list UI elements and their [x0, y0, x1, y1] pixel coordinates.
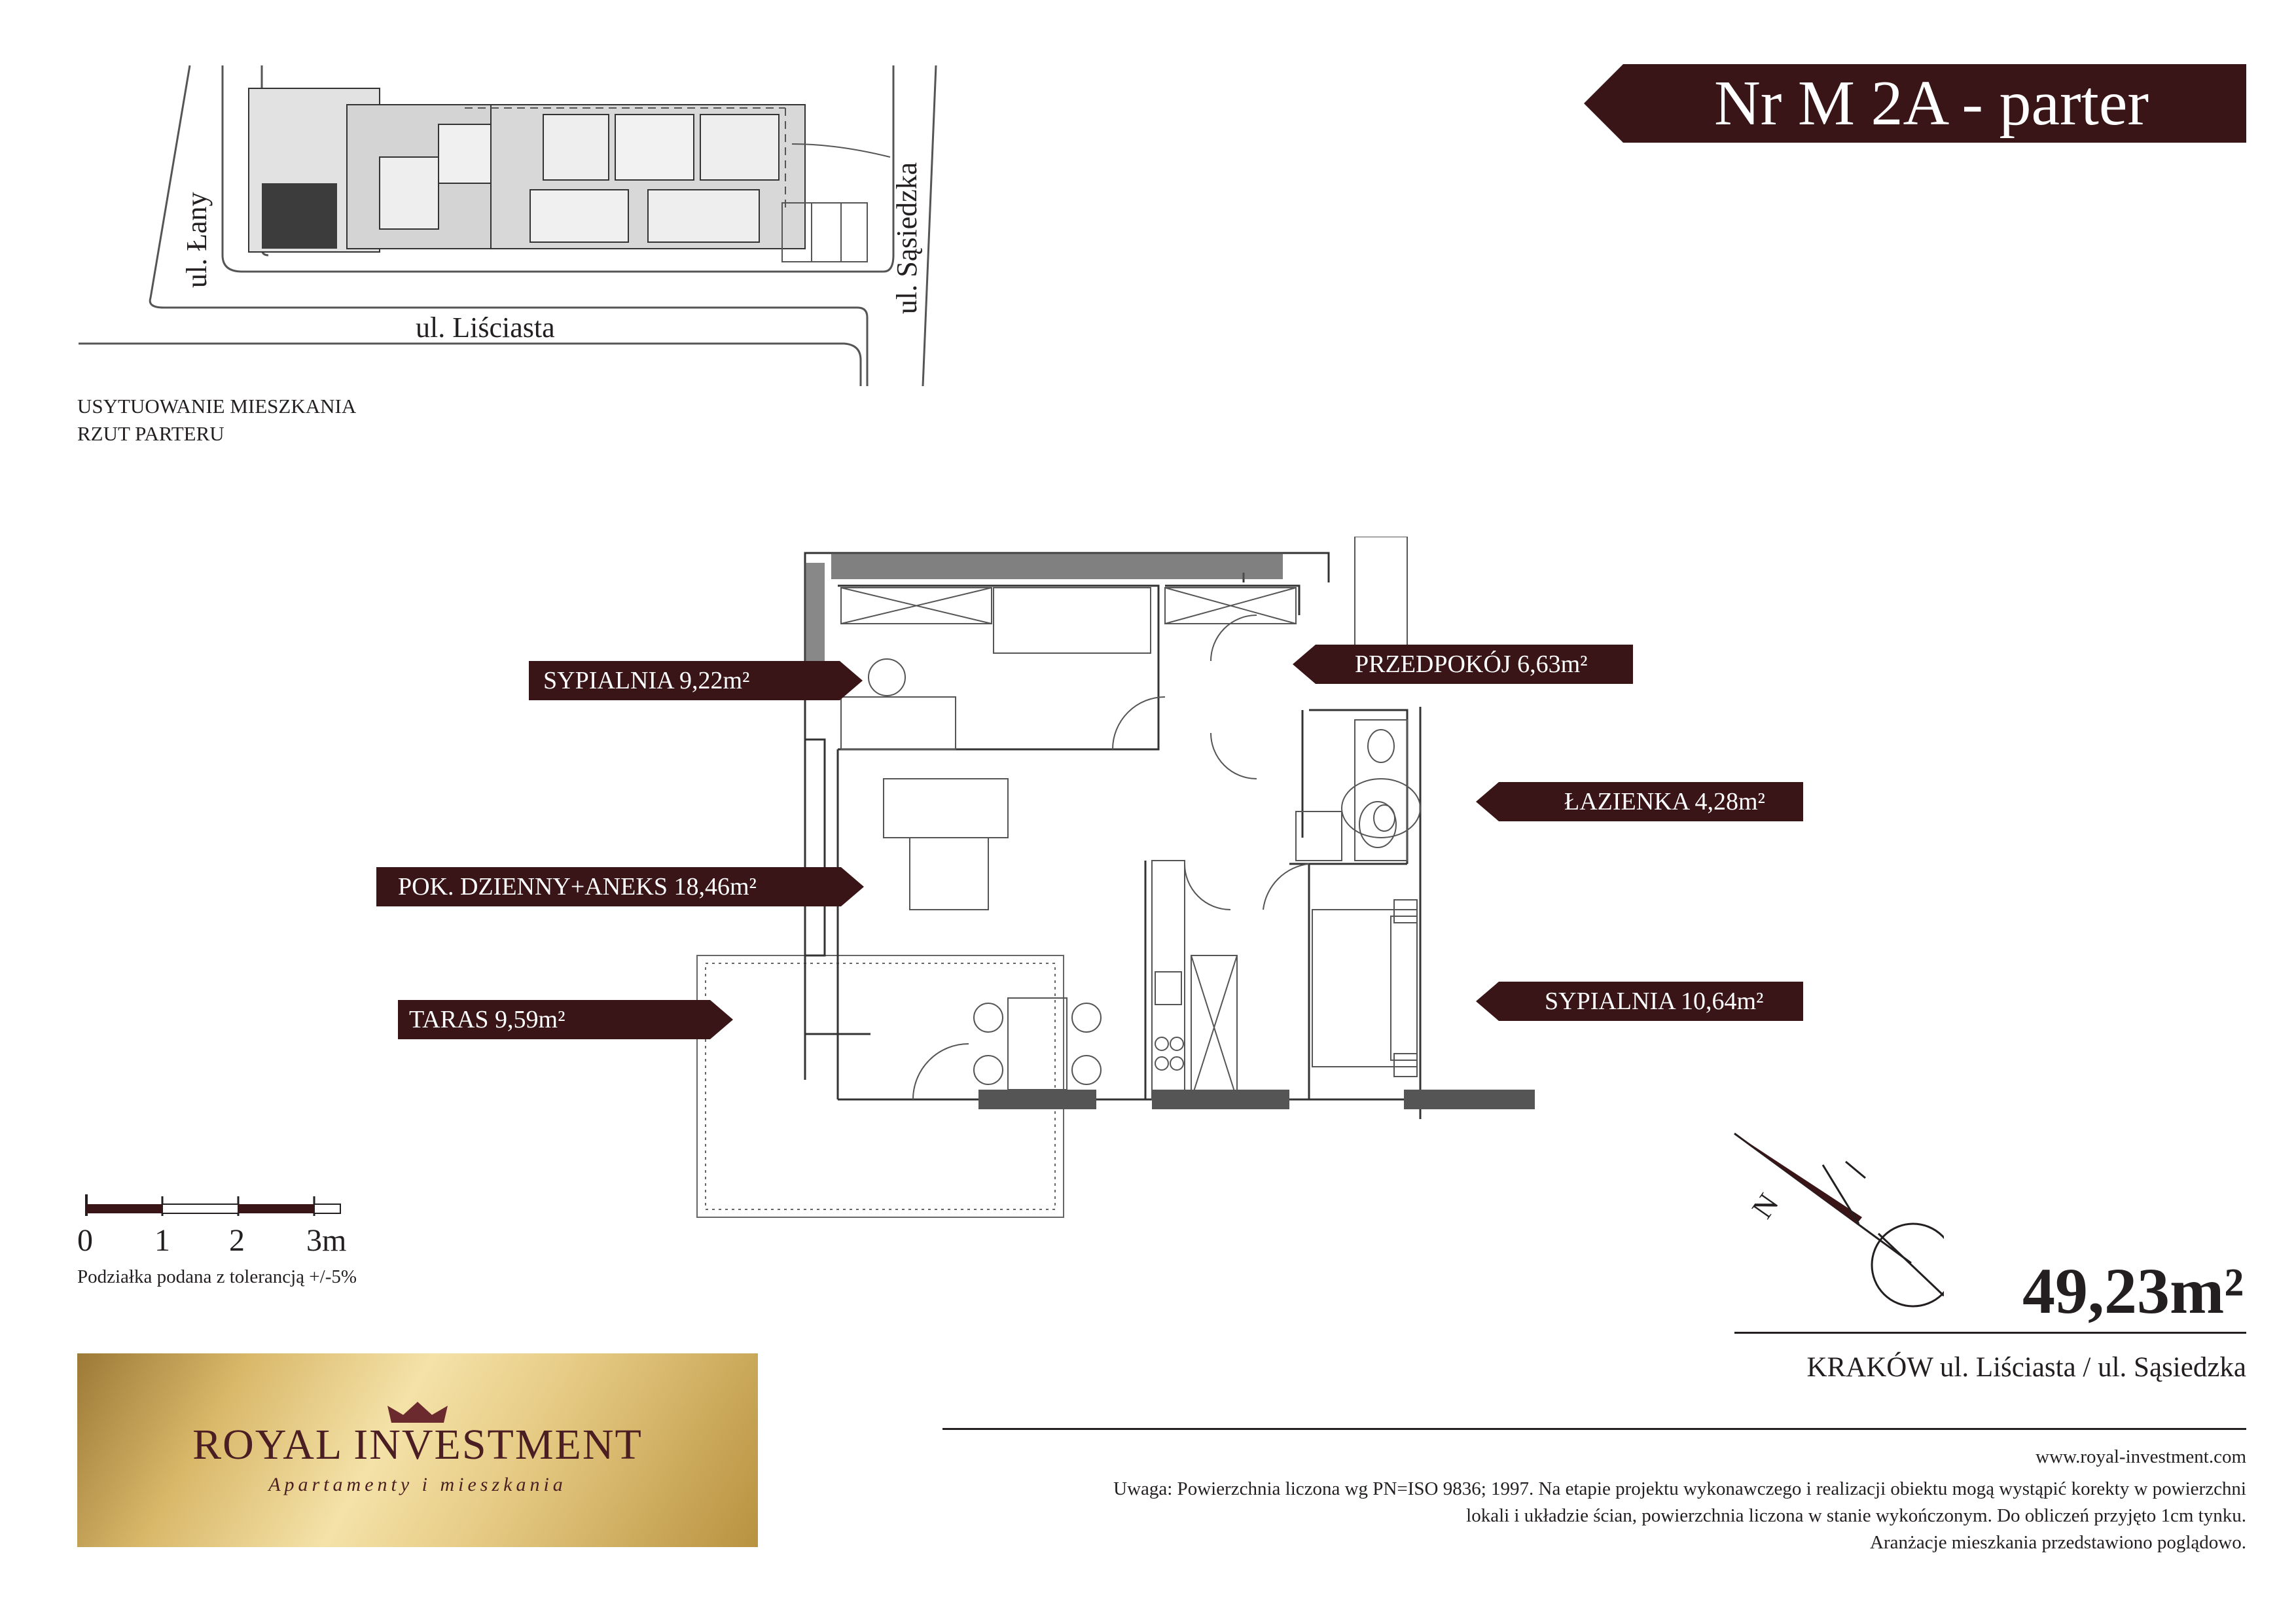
street-lisciasta: ul. Liściasta — [416, 312, 555, 344]
compass-rose: N — [1734, 1132, 1944, 1308]
compass-north-label: N — [1745, 1187, 1785, 1224]
scale-bar — [85, 1194, 341, 1216]
address: KRAKÓW ul. Liściasta / ul. Sąsiedzka — [1806, 1352, 2246, 1383]
scale-tick-2: 2 — [229, 1223, 245, 1258]
footer-note-line1: Uwaga: Powierzchnia liczona wg PN=ISO 98… — [1113, 1478, 2246, 1499]
scale-labels: 0 1 2 3m — [0, 1222, 393, 1262]
logo-tagline: Apartamenty i mieszkania — [268, 1474, 567, 1495]
room-label-przedpokoj: PRZEDPOKÓJ 6,63m² — [1355, 651, 1588, 678]
bathroom-fixtures — [1295, 537, 1421, 861]
room-flag-lazienka — [1476, 782, 1803, 821]
hall-doors — [1184, 615, 1257, 910]
room-flag-sypialnia2 — [1476, 982, 1803, 1021]
floor-plan — [696, 537, 1535, 1218]
logo-name: ROYAL INVESTMENT — [192, 1421, 643, 1469]
scale-note: Podziałka podana z tolerancją +/-5% — [77, 1266, 357, 1287]
highlighted-apartment — [262, 183, 337, 249]
room-label-pokoj: POK. DZIENNY+ANEKS 18,46m² — [398, 873, 757, 901]
room-label-sypialnia2: SYPIALNIA 10,64m² — [1545, 988, 1764, 1015]
room-flag-pokoj — [376, 867, 864, 906]
footer-note: Uwaga: Powierzchnia liczona wg PN=ISO 98… — [929, 1476, 2246, 1556]
terrace — [696, 955, 1064, 1218]
building-block-east — [490, 104, 806, 249]
kitchen-counter — [1151, 860, 1238, 1100]
street-sasiedzka: ul. Sąsiedzka — [891, 162, 923, 314]
total-area: 49,23m² — [2022, 1255, 2244, 1327]
bedroom1-furniture — [840, 587, 1166, 750]
bedroom2-furniture — [1263, 863, 1418, 1077]
site-caption-line2: RZUT PARTERU — [77, 422, 224, 445]
site-plan: ul. Łany ul. Liściasta ul. Sąsiedzka — [79, 65, 937, 387]
apartment-title: Nr M 2A - parter — [1713, 68, 2149, 139]
room-flag-taras — [398, 1000, 733, 1039]
footer-note-line2: lokali i układzie ścian, powierzchnia li… — [1466, 1505, 2246, 1526]
room-label-lazienka: ŁAZIENKA 4,28m² — [1564, 788, 1765, 815]
street-lany: ul. Łany — [181, 192, 213, 288]
footer-note-line3: Aranżacje mieszkania przedstawiono poglą… — [1870, 1532, 2246, 1553]
website-url[interactable]: www.royal-investment.com — [2036, 1446, 2246, 1467]
scale-tick-1: 1 — [154, 1223, 170, 1258]
logo-panel — [77, 1353, 758, 1547]
area-divider — [1734, 1332, 2246, 1334]
site-caption: USYTUOWANIE MIESZKANIA RZUT PARTERU — [77, 393, 356, 448]
crown-icon — [387, 1402, 448, 1423]
room-label-sypialnia1: SYPIALNIA 9,22m² — [543, 667, 750, 694]
footer-divider — [942, 1428, 2246, 1430]
room-flag-przedpokoj — [1293, 645, 1633, 684]
room-label-taras: TARAS 9,59m² — [409, 1006, 565, 1033]
living-furniture — [883, 778, 1102, 1100]
scale-tick-3: 3m — [306, 1223, 347, 1258]
room-flag-sypialnia1 — [529, 661, 863, 700]
title-banner — [1584, 64, 2246, 143]
site-caption-line1: USYTUOWANIE MIESZKANIA — [77, 395, 357, 418]
wardrobes — [840, 587, 1297, 624]
scale-tick-0: 0 — [77, 1223, 93, 1258]
